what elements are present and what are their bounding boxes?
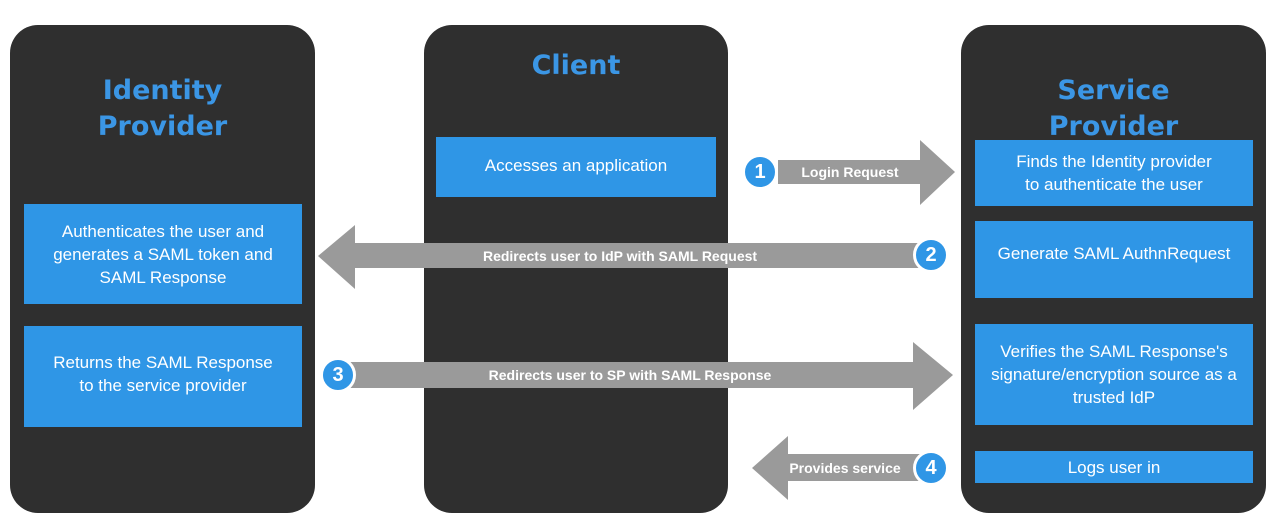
client-title: Client [531, 50, 621, 81]
idp-authenticate-box: Authenticates the user and generates a S… [24, 204, 302, 304]
sp-find-idp-box: Finds the Identity provider to authentic… [975, 140, 1253, 206]
arrow-4-label: Provides service [789, 459, 901, 476]
client-column: Client [424, 25, 728, 513]
arrow-2-label: Redirects user to IdP with SAML Request [482, 247, 758, 264]
arrow-3-label: Redirects user to SP with SAML Response [488, 367, 772, 383]
service-provider-title: Service Provider [1048, 75, 1179, 142]
arrow-4-provides-service [752, 436, 920, 500]
sp-login-box: Logs user in [975, 451, 1253, 483]
sp-verify-response-box: Verifies the SAML Response's signature/e… [975, 324, 1253, 425]
sp-generate-request-box: Generate SAML AuthnRequest [975, 221, 1253, 298]
arrow-3-redirect-to-sp [340, 342, 953, 410]
arrow-2-redirect-to-idp [318, 225, 935, 289]
step-3-badge: 3 [320, 357, 356, 393]
step-2-badge: 2 [913, 237, 949, 273]
arrow-1-login-request [778, 140, 955, 205]
client-access-box: Accesses an application [436, 137, 716, 197]
idp-return-response-box: Returns the SAML Response to the service… [24, 326, 302, 427]
identity-provider-title: Identity Provider [97, 75, 228, 142]
step-4-badge: 4 [913, 450, 949, 486]
step-1-badge: 1 [742, 154, 778, 190]
arrow-1-label: Login Request [801, 164, 899, 180]
